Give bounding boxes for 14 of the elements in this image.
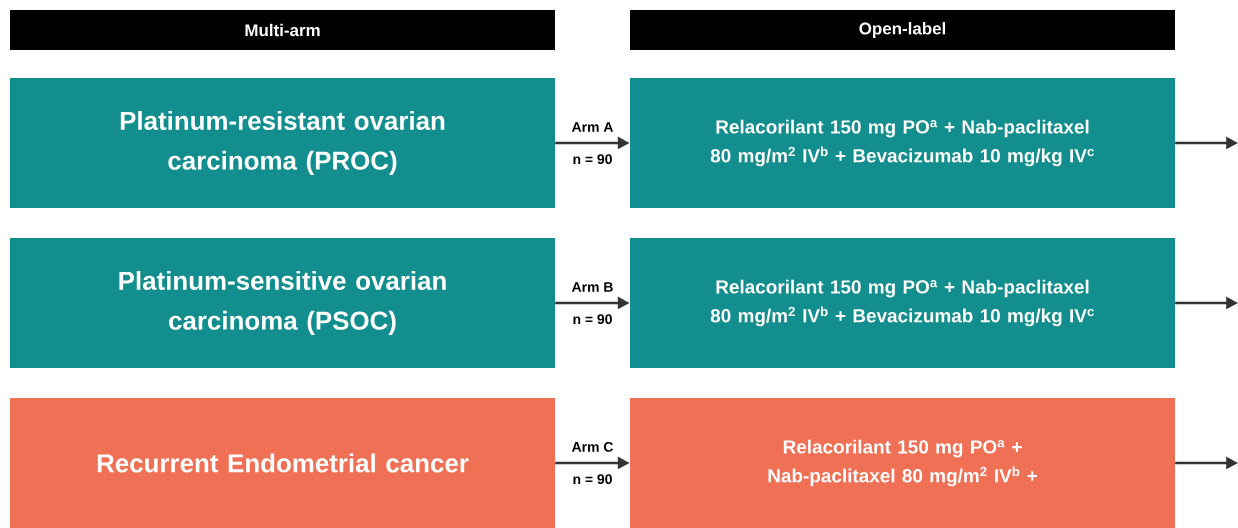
sample-size-label: n = 90 bbox=[571, 153, 614, 166]
header-bar: Open-label bbox=[630, 10, 1175, 50]
condition-box: Recurrent Endometrial cancer bbox=[10, 398, 555, 528]
treatment-box: Relacorilant 150 mg PO$^{a}$ + Nab-paclitaxel 80 mg/m$^{2}$ IV$^{b}$ + Bevacizumab 10 mg/kg IV$^{c}$ bbox=[630, 78, 1175, 208]
edge-label: Arm A bbox=[570, 121, 615, 133]
treatment-box: Relacorilant 150 mg PO$^{a}$ + Nab-paclitaxel 80 mg/m$^{2}$ IV$^{b}$ + Bevacizumab 10 mg/kg IV$^{c}$ bbox=[630, 238, 1175, 368]
edge-label: Arm C bbox=[570, 440, 615, 453]
edge-label: Arm B bbox=[570, 281, 615, 293]
condition-box: Platinum-resistant ovarian carcinoma (PROC) bbox=[10, 78, 555, 208]
sample-size-label: n = 90 bbox=[571, 473, 614, 486]
treatment-box: Relacorilant 150 mg PO$^{a}$ + Nab-paclitaxel 80 mg/m$^{2}$ IV$^{b}$ + bbox=[630, 398, 1175, 528]
condition-box: Platinum-sensitive ovarian carcinoma (PSOC) bbox=[10, 238, 555, 368]
sample-size-label: n = 90 bbox=[571, 313, 614, 326]
header-bar: Multi-arm bbox=[10, 10, 555, 50]
